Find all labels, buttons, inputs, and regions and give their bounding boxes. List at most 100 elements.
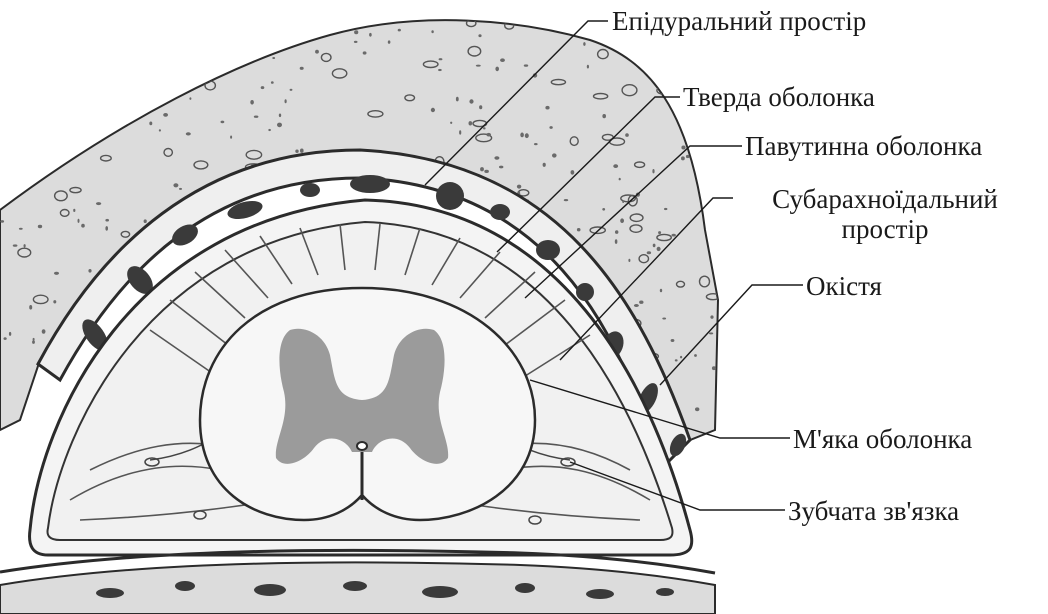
bone-pore (571, 170, 575, 175)
bone-pore (430, 202, 434, 207)
bone-pore (450, 122, 452, 124)
bone-pore (96, 202, 101, 205)
bone-pore (53, 300, 56, 303)
bone-pore (678, 56, 680, 58)
bone-pore (159, 129, 161, 131)
bone-pore (349, 190, 354, 194)
bone-pore (660, 289, 662, 293)
bone-pore (54, 272, 59, 275)
bone-pore (459, 130, 461, 134)
bone-pore (658, 231, 661, 234)
bone-pore (93, 103, 97, 106)
bone-pore (102, 120, 105, 124)
bone-pore (483, 127, 486, 129)
label-periosteum: Окістя (806, 271, 882, 301)
bone-pore (57, 43, 62, 45)
bone-pore (657, 247, 661, 251)
central-canal (357, 442, 367, 450)
bone-pore (250, 27, 253, 31)
bone-pore (84, 92, 88, 94)
bone-pore (189, 97, 191, 100)
bone-pore (21, 31, 24, 35)
bone-pore (229, 35, 245, 43)
bone-pore (657, 68, 661, 70)
bone-pore (552, 153, 557, 157)
bone-pore (272, 57, 275, 59)
bone-pore (327, 21, 330, 24)
bone-pore (622, 200, 624, 203)
bone-pore (619, 178, 621, 181)
bone-pore (613, 164, 618, 168)
bone-pore (701, 128, 715, 135)
bone-pore (330, 26, 335, 30)
bone-pore (126, 98, 131, 103)
bone-pore (150, 100, 154, 104)
bone-pore (33, 338, 35, 341)
bone-pore (165, 21, 168, 25)
bone-pore (115, 58, 118, 61)
bone-pore (29, 401, 32, 403)
bone-pore (494, 156, 499, 159)
bone-pore (271, 81, 274, 84)
bone-pore (602, 30, 606, 34)
bone-pore (653, 244, 656, 248)
bone-pore (75, 73, 80, 77)
bone-pore (261, 86, 265, 89)
bone-pore (321, 185, 326, 189)
bone-pore (163, 113, 168, 117)
bone-pore (17, 186, 19, 191)
bone-pore (587, 65, 589, 69)
bone-pore (149, 122, 152, 126)
bone-pore (78, 219, 80, 223)
bone-pore (13, 244, 18, 246)
bone-pore (664, 208, 667, 210)
bone-pore (105, 226, 108, 231)
bone-pore (9, 332, 11, 336)
bone-pore (45, 111, 57, 116)
bone-pore (710, 315, 713, 318)
bone-pore (709, 332, 713, 334)
bone-pore (181, 70, 185, 73)
bone-pore (39, 126, 43, 129)
bone-pore (176, 56, 190, 67)
bone-pore (24, 244, 26, 247)
bone-pore (517, 185, 521, 189)
bone-pore (226, 43, 229, 47)
bone-pore (543, 163, 546, 167)
bone-pore (300, 149, 304, 153)
bone-pore (615, 230, 618, 234)
bone-pore (62, 146, 66, 151)
bone-pore (290, 89, 293, 91)
bone-pore (109, 315, 113, 319)
bone-pore (686, 155, 690, 158)
bone-pore (524, 64, 528, 66)
bone-pore (115, 78, 125, 86)
bone-pore (22, 112, 24, 116)
bone-pore (25, 33, 29, 36)
bone-pore (602, 114, 606, 118)
bone-pore (662, 318, 666, 320)
bone-pore (478, 34, 481, 37)
bone-pore (105, 219, 109, 222)
bone-pore (634, 304, 639, 307)
bone-pore (486, 133, 491, 137)
bone-pore (84, 99, 86, 102)
bone-pore (268, 129, 271, 131)
bone-pore (675, 359, 678, 361)
bone-pore (520, 133, 524, 138)
bone-pore (369, 33, 372, 37)
bone-pore (29, 305, 32, 310)
label-dura-mater: Тверда оболонка (683, 82, 875, 112)
bone-pore (156, 68, 161, 72)
bone-pore (216, 44, 227, 52)
bone-pore (354, 41, 358, 43)
bone-pore (117, 19, 119, 22)
bone-pore (691, 62, 696, 67)
bone-pore (113, 75, 117, 77)
bone-pore (221, 121, 225, 124)
label-epidural-space: Епідуральний простір (612, 6, 866, 36)
bone-pore (144, 219, 147, 223)
bone-pore (32, 340, 35, 344)
label-subarachnoid-space: Субарахноїдальний простір (735, 184, 1035, 244)
bone-pore (708, 194, 711, 198)
